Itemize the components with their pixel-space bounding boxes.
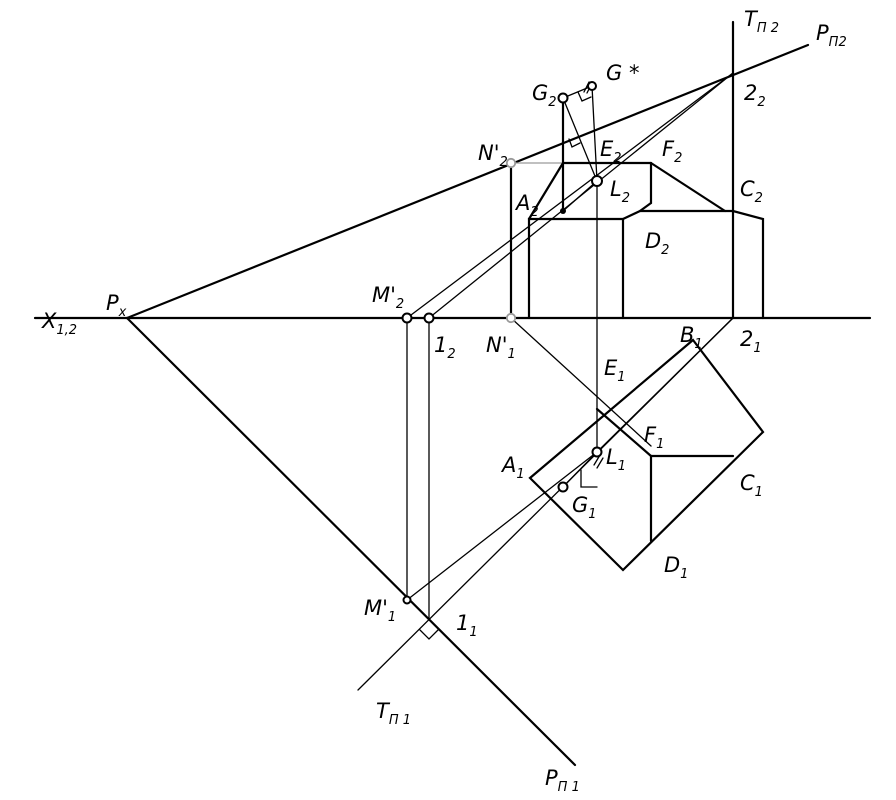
point-a2 [560, 208, 566, 214]
point-m2 [401, 312, 413, 324]
right-angle-mark-g1 [580, 469, 598, 488]
label-f1: F1 [644, 423, 664, 452]
label-b1: B1 [680, 323, 703, 352]
label-f2: F2 [662, 137, 682, 166]
label-g1: G1 [572, 493, 597, 522]
label-px: Px [106, 291, 127, 320]
label-d2: D2 [645, 229, 669, 258]
label-p-pi2: PП2 [816, 21, 847, 50]
line-l1-2-1 [596, 317, 734, 453]
tick-mark-l1-2 [596, 457, 604, 469]
line-n1-diagonal [510, 317, 652, 447]
label-g-star: G * [606, 61, 639, 85]
point-l2 [591, 175, 603, 187]
label-axis: X1,2 [41, 309, 77, 338]
label-t-pi2: TП 2 [744, 7, 779, 36]
line-m2-2-2 [406, 72, 734, 319]
label-n1: N'1 [486, 333, 516, 362]
label-2-1: 21 [740, 327, 762, 356]
label-p-pi1: PП 1 [545, 766, 580, 795]
right-angle-mark-e2 [568, 138, 581, 148]
point-n2 [505, 157, 517, 169]
point-m1 [402, 595, 412, 605]
label-e2: E2 [600, 137, 622, 166]
label-m1: M'1 [364, 596, 396, 625]
line-a2-l2 [562, 180, 598, 212]
point-l1 [591, 446, 603, 458]
label-n2: N'2 [478, 141, 508, 170]
trace-p-pi1 [125, 316, 577, 767]
line-g2-l2 [562, 97, 598, 182]
label-e1: E1 [604, 356, 626, 385]
label-l1: L1 [606, 445, 626, 474]
point-1-2 [423, 312, 435, 324]
point-g2 [557, 92, 569, 104]
label-a1: A1 [500, 453, 525, 482]
label-t-pi1: TП 1 [376, 699, 411, 728]
line-m1-l1 [406, 451, 598, 601]
line-gstar-l2 [591, 85, 598, 182]
right-angle-mark-g [577, 91, 592, 102]
solid-horizontal-projection [528, 338, 765, 572]
line-g1-l1 [562, 451, 598, 488]
label-d1: D1 [664, 553, 688, 582]
right-angle-mark-1-1 [419, 629, 439, 640]
label-1-2: 12 [434, 333, 456, 362]
point-n1 [505, 312, 517, 324]
label-m2: M'2 [372, 283, 404, 312]
label-c1: C1 [740, 471, 763, 500]
trace-p-pi2 [125, 43, 810, 320]
label-l2: L2 [610, 177, 630, 206]
label-g2: G2 [532, 81, 557, 110]
solid-frontal-projection [527, 161, 765, 320]
point-g1 [557, 481, 569, 493]
label-c2: C2 [740, 177, 763, 206]
label-1-1: 11 [456, 611, 478, 640]
label-a2: A2 [514, 191, 539, 220]
point-gstar [587, 81, 597, 91]
label-2-2: 22 [744, 81, 766, 110]
